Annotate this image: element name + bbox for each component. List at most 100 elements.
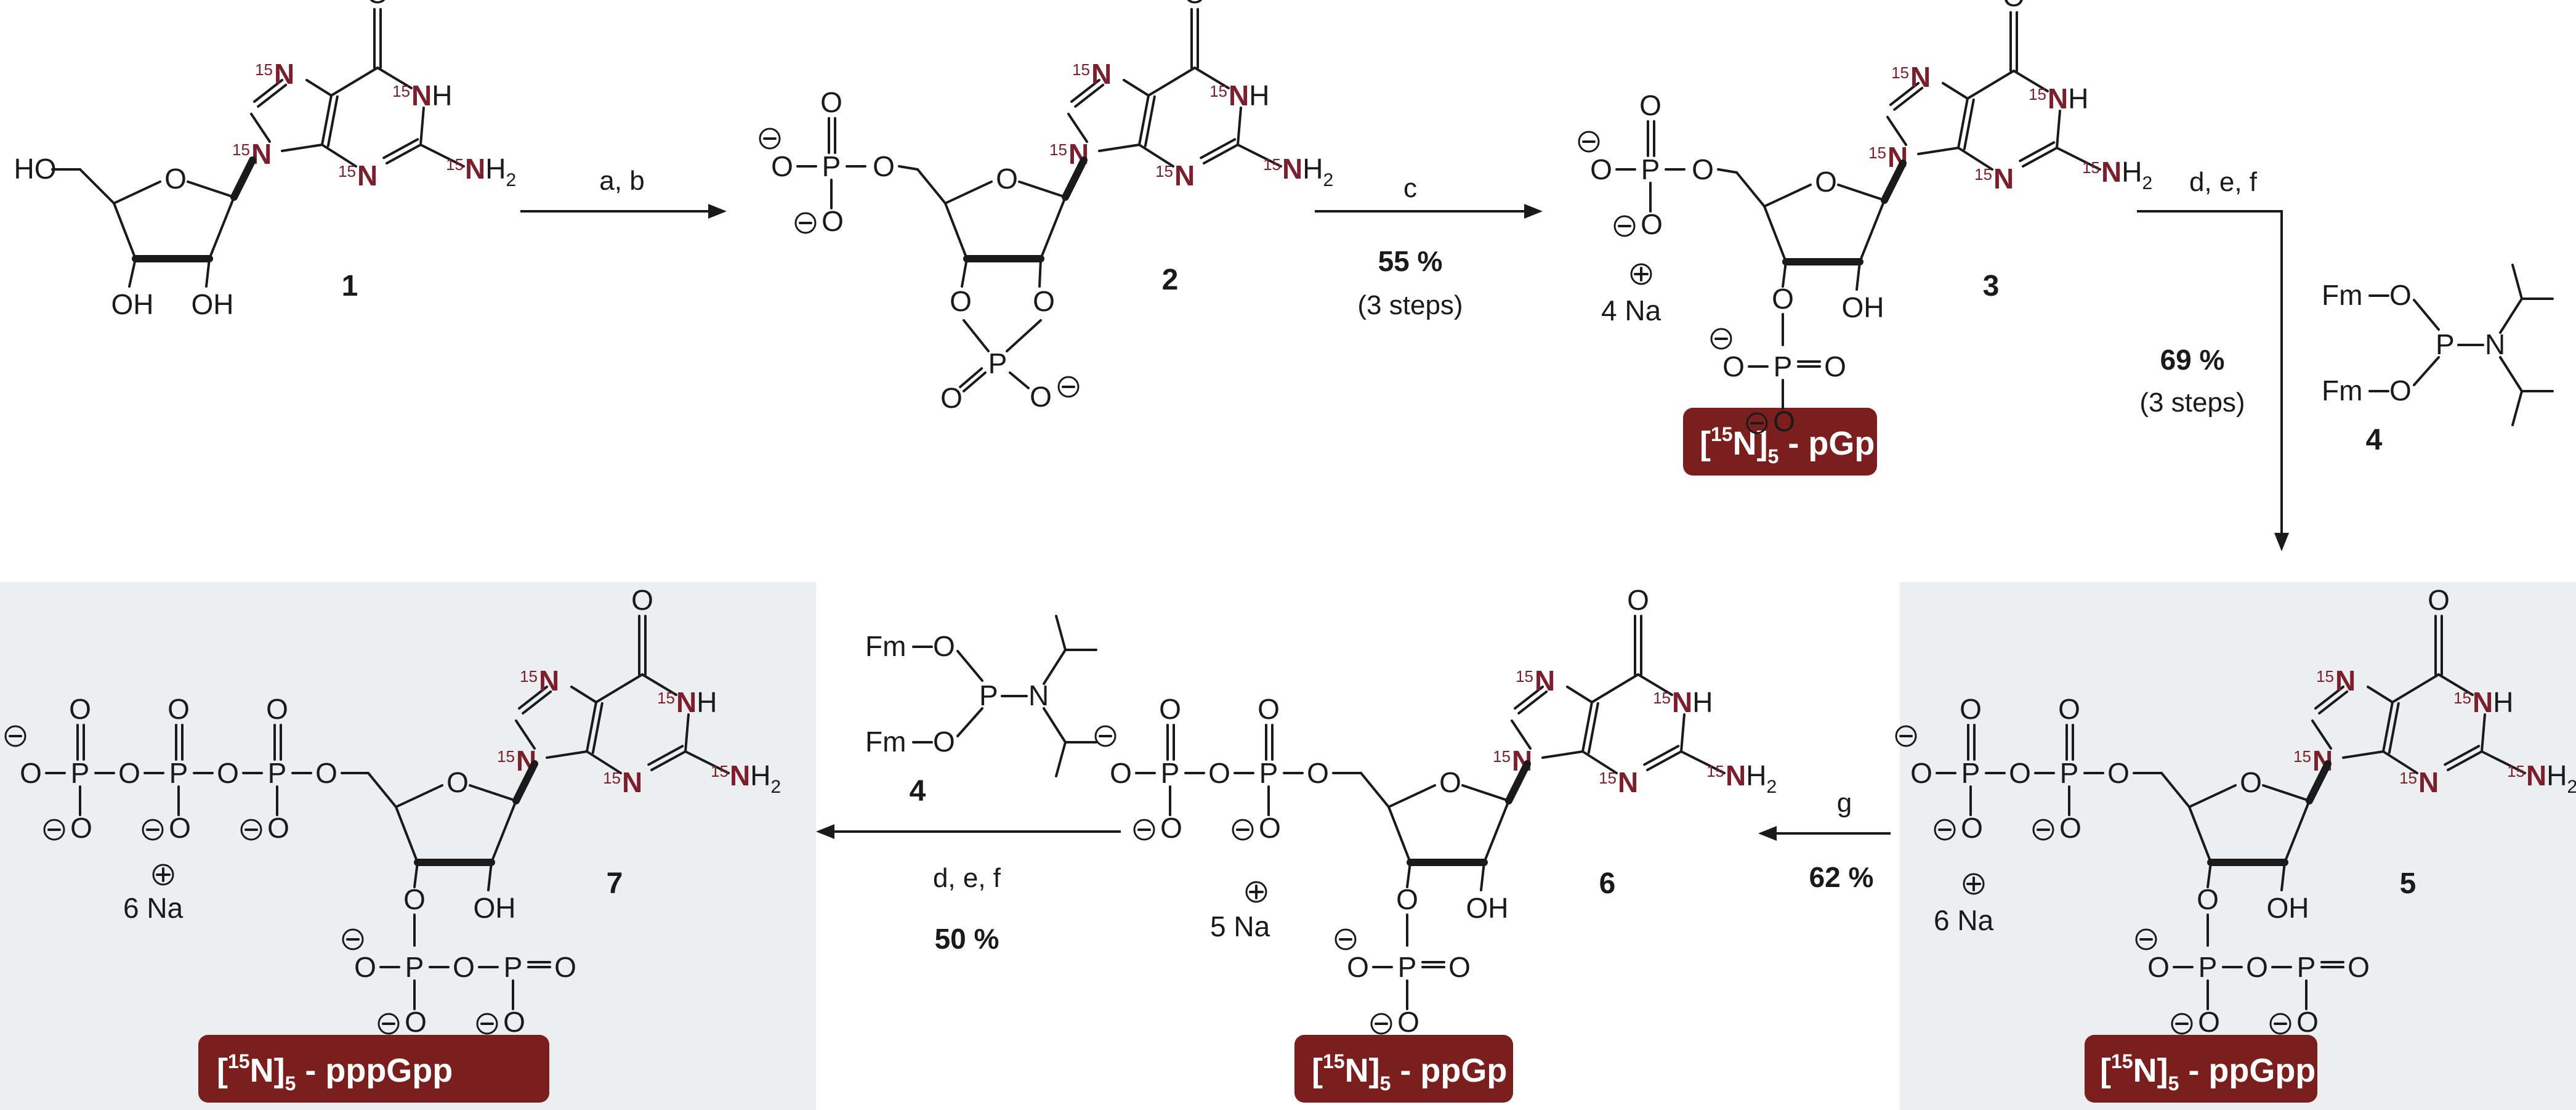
negative-charge-icon bbox=[1710, 328, 1732, 350]
c6-5-bridge-oxygen-2: O bbox=[1307, 757, 1329, 789]
negative-charge-icon bbox=[759, 128, 781, 150]
n2-amino-label: NH2 bbox=[1282, 153, 1333, 190]
compound-1-structure: O15N15NH15N15N15NH2OHOOHOH bbox=[14, 0, 517, 320]
badge-compound-5: [15N]5 - ppGpp bbox=[2085, 1035, 2317, 1103]
counterion-6: 5 Na bbox=[1210, 881, 1270, 942]
c2-cyclic-phosphorus: P bbox=[988, 347, 1007, 379]
svg-text:O: O bbox=[2389, 375, 2412, 407]
c7-5-phosphorus-2: P bbox=[169, 757, 188, 789]
negative-charge-icon bbox=[1934, 819, 1956, 841]
n3-label: N bbox=[1993, 163, 2014, 195]
n1-label: NH bbox=[2473, 686, 2513, 718]
n1-label: NH bbox=[2048, 83, 2088, 115]
reagent-4-bottom: Fm O P Fm O N bbox=[865, 615, 1097, 777]
svg-text:P: P bbox=[979, 679, 998, 711]
c6-5-anionic-oxygen-1: O bbox=[1160, 812, 1182, 844]
c7-hydroxyl-2: OH bbox=[474, 892, 516, 924]
c7-5-phosphorus-3: P bbox=[268, 757, 287, 789]
c5-3-phosphorus-2: P bbox=[2297, 951, 2316, 983]
svg-text:Fm: Fm bbox=[865, 726, 906, 758]
c6-3-phosphorus-1: P bbox=[1398, 951, 1417, 983]
n3-label: N bbox=[1618, 766, 1638, 798]
arrow-step-2 bbox=[1315, 204, 1543, 219]
c7-3-oxo: O bbox=[554, 951, 576, 983]
compound-7-number: 7 bbox=[607, 867, 623, 900]
c5-3-anionic-oxygen-1: O bbox=[2198, 1006, 2220, 1038]
step-2-yield: 55 % bbox=[1378, 245, 1443, 277]
c2-cyclic-oxo: O bbox=[940, 382, 963, 414]
c3-5-phosphorus: P bbox=[1641, 153, 1660, 185]
c2-cyclic-anionic-oxygen: O bbox=[1030, 381, 1052, 413]
arrow-step-4 bbox=[1758, 826, 1891, 841]
compound-2-structure: O15N15NH15N15N15NH2OOPOOOOOPOO bbox=[759, 0, 1333, 414]
c5-5-oxo-1: O bbox=[1960, 693, 1982, 725]
compound-2-number: 2 bbox=[1162, 264, 1179, 296]
compound-3-number: 3 bbox=[1983, 270, 2000, 302]
n7-label: N bbox=[1910, 61, 1931, 93]
c6-3-oxo: O bbox=[1448, 951, 1471, 983]
c7-5-oxo-3: O bbox=[266, 693, 288, 725]
compound-5-number: 5 bbox=[2400, 867, 2417, 900]
n1-label-isotope: 15 bbox=[1209, 82, 1227, 100]
svg-text:Fm: Fm bbox=[2322, 279, 2362, 311]
c6-hydroxyl-2: OH bbox=[1466, 892, 1509, 924]
c7-5-oxo-2: O bbox=[168, 693, 190, 725]
c5-5-bridge-oxygen-2: O bbox=[2107, 757, 2130, 789]
c5-3-anionic-oxygen-left: O bbox=[2147, 951, 2170, 983]
n2-amino-label: NH2 bbox=[1726, 760, 1777, 797]
negative-charge-icon bbox=[378, 1013, 400, 1035]
c5-5-phosphorus-2: P bbox=[2060, 757, 2079, 789]
c7-3-bridge-oxygen: O bbox=[453, 951, 475, 983]
svg-text:6 Na: 6 Na bbox=[1934, 904, 1994, 936]
arrow-step-1 bbox=[520, 204, 727, 219]
step-3-note: (3 steps) bbox=[2139, 387, 2245, 418]
step-2-note: (3 steps) bbox=[1357, 290, 1463, 320]
c3-3-oxo: O bbox=[1824, 350, 1846, 383]
c3-5-oxo: O bbox=[1639, 89, 1661, 121]
negative-charge-icon bbox=[1746, 412, 1768, 434]
carbonyl-oxygen: O bbox=[631, 584, 653, 616]
n7-label: N bbox=[274, 58, 294, 90]
c7-5-bridge-oxygen-3: O bbox=[315, 757, 337, 789]
c5-3-anionic-oxygen-2: O bbox=[2296, 1006, 2319, 1038]
step-5-conditions: d, e, f bbox=[933, 863, 1001, 893]
negative-charge-icon bbox=[2171, 1013, 2193, 1035]
n2-amino-label-isotope: 15 bbox=[446, 155, 464, 174]
c6-3-anionic-oxygen-left: O bbox=[1347, 951, 1369, 983]
negative-charge-icon bbox=[1057, 376, 1080, 398]
carbonyl-oxygen: O bbox=[366, 0, 389, 9]
svg-text:P: P bbox=[2436, 328, 2455, 360]
c3-3-anionic-oxygen-1: O bbox=[1773, 405, 1795, 437]
n1-label-isotope: 15 bbox=[2029, 85, 2046, 103]
svg-text:N: N bbox=[1028, 679, 1049, 711]
negative-charge-icon bbox=[240, 819, 262, 841]
c5-hydroxyl-2: OH bbox=[2267, 892, 2309, 924]
n1-label: NH bbox=[411, 79, 452, 111]
badge-compound-7: [15N]5 - pppGpp bbox=[198, 1035, 549, 1103]
svg-text:O: O bbox=[933, 630, 955, 662]
carbonyl-oxygen: O bbox=[1184, 0, 1206, 9]
n1-label-isotope: 15 bbox=[2453, 689, 2471, 707]
n2-amino-label-isotope: 15 bbox=[2082, 158, 2100, 177]
molecule-layer: O15N15NH15N15N15NH2OHOOHOHO15N15NH15N15N… bbox=[4, 0, 2576, 1038]
svg-text:[15N]5 - pGp: [15N]5 - pGp bbox=[1700, 423, 1875, 468]
n1-label: NH bbox=[1229, 79, 1269, 111]
c7-3-oxygen: O bbox=[403, 883, 426, 915]
counterion-7: 6 Na bbox=[123, 864, 184, 924]
n3-label-isotope: 15 bbox=[1155, 162, 1173, 180]
n7-label: N bbox=[1091, 58, 1112, 90]
c7-3-phosphorus-2: P bbox=[504, 951, 523, 983]
c3-5-anionic-oxygen-left: O bbox=[1590, 153, 1612, 185]
c5-5-anionic-oxygen-1: O bbox=[1961, 812, 1983, 844]
negative-charge-icon bbox=[2032, 819, 2054, 841]
compound-1-number: 1 bbox=[342, 270, 358, 302]
c7-3-anionic-oxygen-2: O bbox=[503, 1006, 525, 1038]
c5-5-terminal-oxygen: O bbox=[1910, 757, 1932, 789]
c6-5-anionic-oxygen-2: O bbox=[1259, 812, 1281, 844]
c7-3-phosphorus-1: P bbox=[405, 951, 424, 983]
svg-text:O: O bbox=[2389, 279, 2412, 311]
c7-3-anionic-oxygen-left: O bbox=[354, 951, 376, 983]
n7-label-isotope: 15 bbox=[2316, 667, 2334, 686]
